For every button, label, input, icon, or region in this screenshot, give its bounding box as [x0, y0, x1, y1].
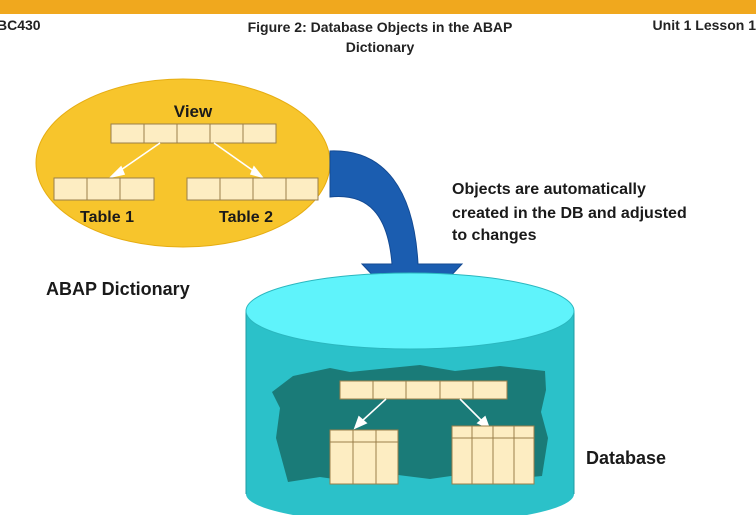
view-table — [110, 123, 277, 144]
note-line3: to changes — [452, 227, 537, 244]
database-label: Database — [586, 448, 666, 468]
header-bar — [0, 0, 756, 14]
table1-label: Table 1 — [80, 209, 134, 226]
dictionary-label: ABAP Dictionary — [46, 279, 190, 299]
table1-shape — [53, 177, 155, 201]
figure-title-line1: Figure 2: Database Objects in the ABAP — [247, 19, 513, 35]
view-label: View — [174, 102, 213, 121]
note-line1: Objects are automatically — [452, 181, 646, 198]
db-table1 — [329, 429, 399, 485]
db-table2 — [451, 425, 535, 485]
unit-lesson: Unit 1 Lesson 1 — [652, 17, 756, 33]
figure-title-line2: Dictionary — [345, 39, 415, 55]
cylinder-top — [245, 272, 575, 350]
note-line2: created in the DB and adjusted — [452, 205, 687, 222]
note-text: Objects are automatically created in the… — [452, 181, 691, 244]
db-arrows — [353, 398, 491, 430]
table2-label: Table 2 — [219, 209, 273, 226]
db-view-table — [339, 380, 508, 400]
figure-title: Figure 2: Database Objects in the ABAP D… — [180, 17, 580, 57]
table2-shape — [186, 177, 319, 201]
view-to-tables-arrows — [108, 142, 265, 179]
course-code: BC430 — [0, 17, 41, 33]
